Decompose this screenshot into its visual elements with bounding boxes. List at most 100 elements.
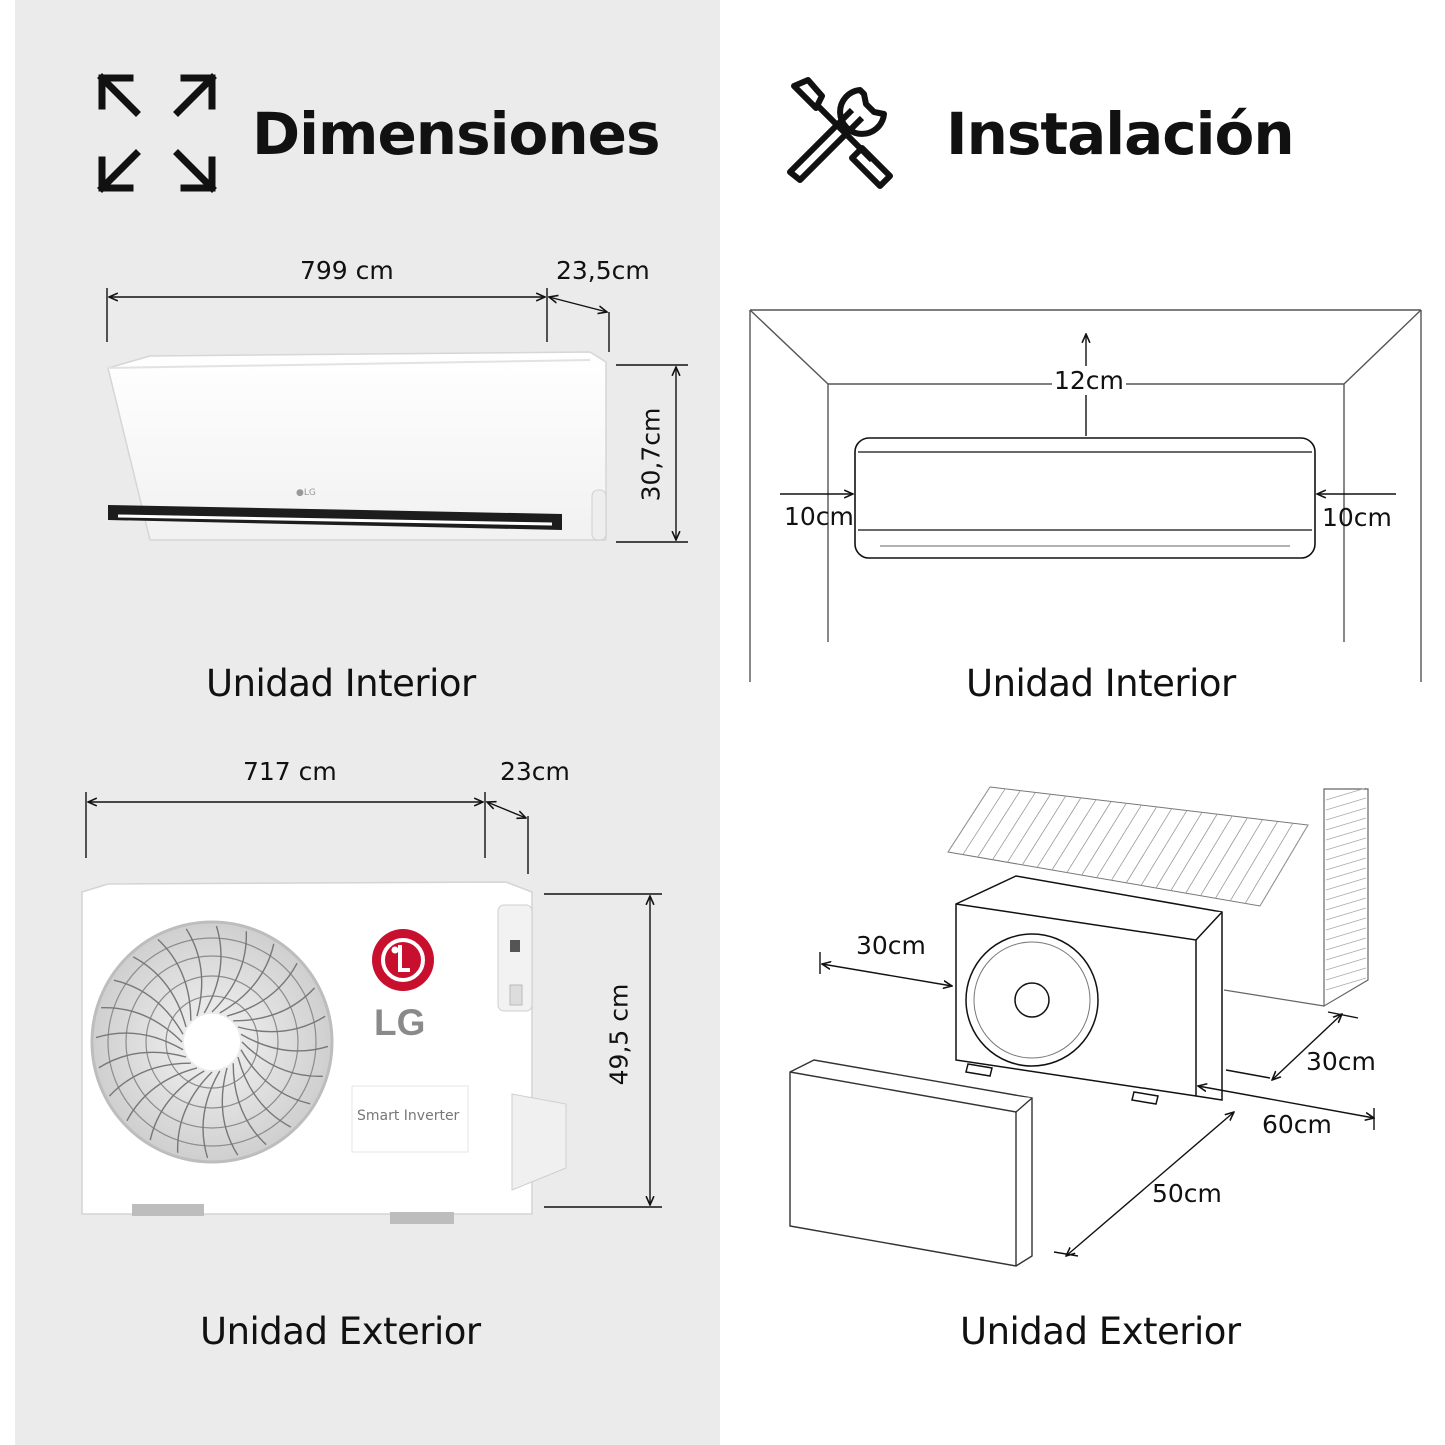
indoor-dimension-lines [106, 288, 688, 543]
fan-spoke [95, 1032, 184, 1051]
wall-hatch-line [1325, 947, 1367, 961]
fan-spoke [211, 931, 247, 1013]
indoor-height-label: 30,7cm [636, 407, 666, 502]
fan-spoke [157, 938, 192, 1021]
smart-inverter-badge: Smart Inverter [357, 1108, 460, 1124]
fan-spoke [98, 1051, 187, 1069]
roof-hatch-line [1155, 812, 1203, 889]
roof-hatch-line [992, 792, 1036, 860]
outdoor-depth-label: 23cm [500, 757, 570, 786]
fan-spoke [232, 1063, 267, 1146]
wall-hatch-line [1325, 827, 1367, 841]
wall-hatch-line [1325, 857, 1367, 871]
outdoor-front-clearance-label: 30cm [856, 931, 926, 960]
left-margin-strip [0, 0, 15, 1445]
indoor-top-clearance-label: 12cm [1052, 366, 1126, 395]
indoor-width-label: 799 cm [300, 256, 394, 285]
fan-spoke [219, 943, 275, 1014]
dimensions-indoor-caption: Unidad Interior [206, 662, 476, 705]
roof-hatch-line [1096, 804, 1142, 878]
fan-spoke [126, 1067, 198, 1122]
wall-hatch-line [1325, 807, 1367, 821]
roof-hatch-line [1111, 806, 1157, 881]
indoor-left-clearance-label: 10cm [784, 502, 854, 531]
lg-brand-text: LG [374, 1002, 426, 1043]
roof-hatch-line [1125, 808, 1173, 884]
wall-hatch-line [1325, 967, 1367, 981]
outdoor-dimension-lines [85, 792, 662, 1208]
roof-hatch-line [1215, 819, 1263, 899]
roof-hatch-line [1229, 821, 1279, 902]
indoor-unit-outline [854, 437, 1316, 559]
indoor-unit-image: ●LG [107, 351, 607, 541]
fan-spoke [177, 1071, 213, 1153]
wall-hatch-line [1325, 787, 1367, 801]
roof-hatch-line [1021, 795, 1067, 866]
wall-hatch-line [1325, 867, 1367, 881]
fan-spoke [226, 962, 298, 1017]
wall-hatch-line [1325, 977, 1367, 991]
lg-logo [372, 929, 434, 991]
roof-hatch-line [1007, 794, 1051, 863]
fan-spoke [241, 1041, 323, 1077]
expand-arrows-icon [97, 73, 217, 193]
fan-spoke [202, 1070, 221, 1159]
outdoor-height-label: 49,5 cm [604, 983, 634, 1086]
wall-hatch-line [1325, 837, 1367, 851]
fan-spoke [113, 979, 184, 1035]
front-wall-block [789, 1059, 1033, 1267]
wall-hatch-line [1325, 887, 1367, 901]
wall-hatch-line [1325, 847, 1367, 861]
fan-spoke [221, 1067, 239, 1156]
roof-panel [947, 786, 1309, 907]
fan-spoke [240, 1033, 329, 1052]
tools-icon [787, 77, 893, 189]
fan-spoke [203, 925, 222, 1014]
outdoor-back-clearance-label: 30cm [1306, 1047, 1376, 1076]
roof-hatch-line [962, 788, 1006, 855]
indoor-right-clearance-label: 10cm [1322, 503, 1392, 532]
roof-hatch-line [1081, 803, 1127, 876]
outdoor-unit-image [81, 881, 567, 1224]
roof-hatch-line [1185, 815, 1233, 894]
wall-hatch-line [1325, 937, 1367, 951]
fan-grille [90, 920, 334, 1164]
fan-spoke [132, 956, 187, 1028]
roof-hatch-line [1051, 799, 1097, 871]
wall-hatch-line [1325, 907, 1367, 921]
fan-spoke [108, 1062, 191, 1097]
wall-hatch-line [1325, 797, 1367, 811]
fan-spoke [233, 987, 316, 1022]
side-wall [1223, 787, 1369, 1008]
fan-spoke [149, 1070, 205, 1141]
wall-hatch-line [1325, 957, 1367, 971]
installation-outdoor-caption: Unidad Exterior [960, 1310, 1241, 1353]
roof-hatch-line [977, 790, 1021, 858]
installation-indoor-caption: Unidad Interior [966, 662, 1236, 705]
fan-spoke [237, 1015, 326, 1033]
outdoor-side-clearance-label: 60cm [1262, 1110, 1332, 1139]
fan-spoke [185, 928, 203, 1017]
wall-hatch-line [1325, 927, 1367, 941]
wall-hatch-line [1325, 877, 1367, 891]
outdoor-clearance-arrows [819, 952, 1374, 1256]
outdoor-front-wall-clearance-label: 50cm [1152, 1179, 1222, 1208]
wall-hatch-line [1325, 897, 1367, 911]
roof-hatch-line [947, 786, 991, 853]
fan-spoke [237, 1056, 292, 1128]
roof-hatch-line [1170, 813, 1218, 891]
roof-hatch-line [1244, 822, 1294, 904]
dimensions-title: Dimensiones [252, 100, 660, 168]
indoor-depth-label: 23,5cm [556, 256, 650, 285]
outdoor-install-diagram [789, 786, 1374, 1267]
outdoor-width-label: 717 cm [243, 757, 337, 786]
outdoor-unit-outline [955, 875, 1223, 1105]
dimensions-outdoor-caption: Unidad Exterior [200, 1310, 481, 1353]
fan-spoke [101, 1007, 183, 1043]
fan-spoke [240, 1049, 311, 1105]
roof-hatch-line [1066, 801, 1112, 873]
roof-hatch-line [1259, 824, 1309, 907]
roof-hatch-line [1036, 797, 1082, 868]
svg-text:●LG: ●LG [296, 488, 316, 498]
